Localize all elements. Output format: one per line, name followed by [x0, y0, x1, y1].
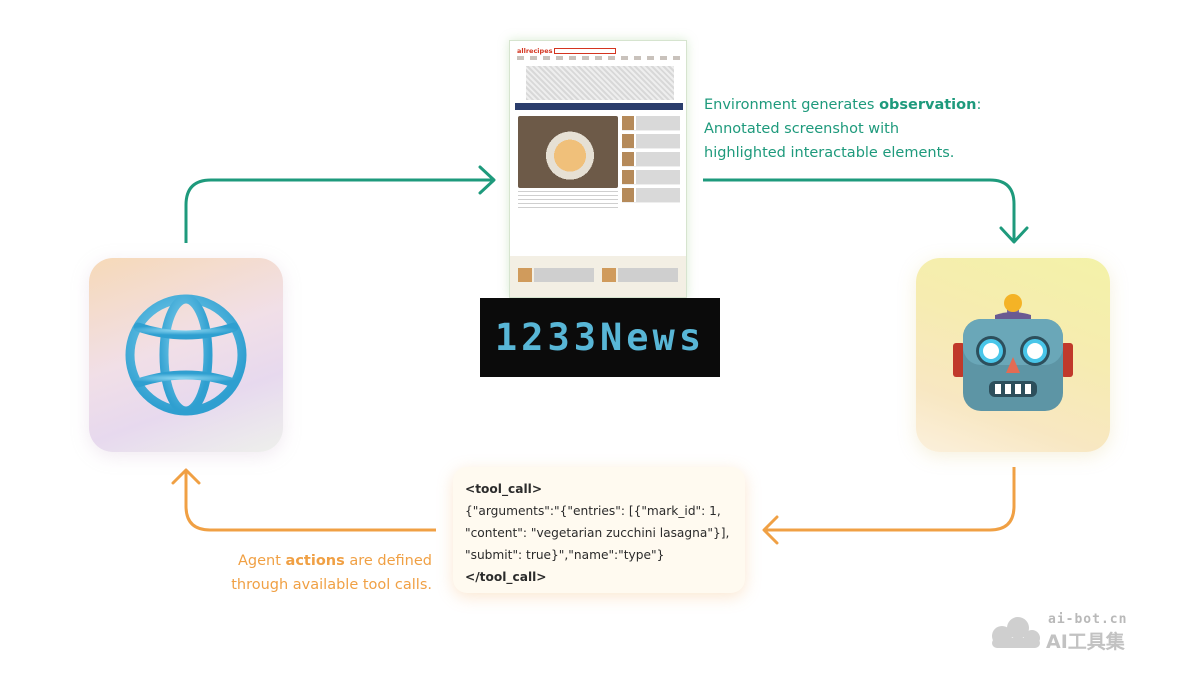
observation-line1-prefix: Environment generates: [704, 97, 880, 113]
arrow-agent-to-toolcall: [765, 467, 1016, 532]
screenshot-trending-section: [510, 256, 686, 297]
observation-description: Environment generates observation: Annot…: [704, 93, 1004, 165]
screenshot-banner: [515, 103, 683, 110]
watermark-name: AI工具集: [1046, 631, 1125, 653]
action-description: Agent actions are defined through availa…: [196, 549, 432, 597]
tool-call-card: <tool_call> {"arguments":"{"entries": [{…: [453, 467, 745, 593]
agent-card: [916, 258, 1110, 452]
overlay-logo: 1233News: [480, 298, 720, 377]
screenshot-site-logo: allrecipes: [517, 47, 553, 55]
arrow-toolcall-to-env: [184, 471, 436, 532]
list-item: [622, 116, 680, 131]
tool-call-line1: {"arguments":"{"entries": [{"mark_id": 1…: [465, 504, 721, 518]
list-item: [622, 134, 680, 149]
robot-icon: [953, 294, 1073, 411]
observation-line2: Annotated screenshot with: [704, 121, 900, 137]
screenshot-hero-caption: [518, 191, 618, 211]
screenshot-nav: [517, 56, 681, 60]
tool-call-line2: "content": "vegetarian zucchini lasagna"…: [465, 526, 730, 540]
action-line2: through available tool calls.: [231, 577, 432, 593]
list-item: [518, 268, 594, 282]
arrow-env-to-observation: [184, 178, 492, 243]
tool-call-open-tag: <tool_call>: [465, 482, 543, 496]
arrow-observation-to-agent: [703, 178, 1016, 240]
watermark-logo-icon: [992, 617, 1040, 648]
list-item: [622, 170, 680, 185]
list-item: [602, 268, 678, 282]
arrow-head-observation: [478, 165, 496, 195]
action-line1-prefix: Agent: [238, 553, 286, 569]
action-keyword: actions: [285, 553, 345, 569]
arrow-head-env: [171, 468, 201, 485]
observation-keyword: observation: [879, 97, 977, 113]
arrow-head-toolcall: [762, 515, 779, 545]
list-item: [622, 152, 680, 167]
list-item: [622, 188, 680, 203]
watermark-url: ai-bot.cn: [1048, 612, 1128, 627]
globe-icon: [125, 294, 247, 416]
arrow-head-agent: [999, 226, 1029, 244]
tool-call-close-tag: </tool_call>: [465, 570, 547, 584]
screenshot-latest-list: [622, 116, 680, 216]
action-line1-suffix: are defined: [344, 553, 432, 569]
watermark: ai-bot.cn AI工具集: [988, 612, 1148, 653]
observation-line1-suffix: :: [976, 97, 982, 113]
screenshot-ad-placeholder: [526, 66, 674, 100]
environment-card: [89, 258, 283, 452]
tool-call-line3: "submit": true}","name":"type"}: [465, 548, 665, 562]
observation-line3: highlighted interactable elements.: [704, 145, 955, 161]
screenshot-hero-image: [518, 116, 618, 188]
annotated-screenshot: allrecipes: [509, 40, 687, 298]
screenshot-search-box: [554, 48, 616, 54]
